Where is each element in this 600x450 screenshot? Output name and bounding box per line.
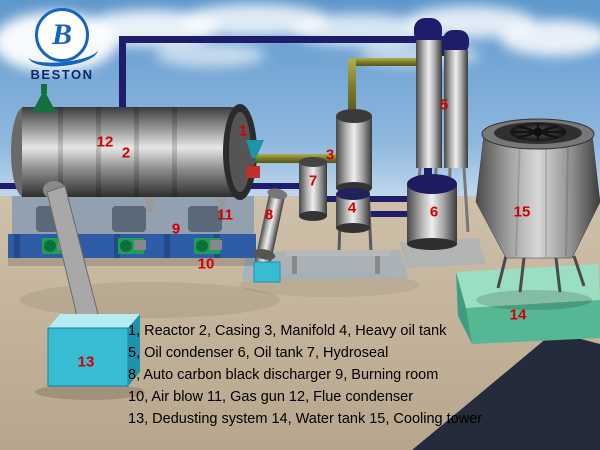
burning-room: [8, 192, 258, 266]
oil-gas-pipes: [246, 58, 432, 178]
beston-logo-mark: B: [35, 8, 89, 62]
marker-13-dedusting-system: 13: [77, 353, 95, 371]
dedusting-system: [35, 181, 145, 400]
marker-1-reactor: 1: [238, 122, 248, 140]
marker-4-heavy-oil-tank: 4: [347, 199, 357, 217]
logo-monogram: B: [51, 18, 72, 51]
marker-11-gas-gun: 11: [217, 206, 233, 224]
legend-line-3: 8, Auto carbon black discharger 9, Burni…: [128, 367, 439, 383]
safety-valve: [32, 84, 56, 112]
marker-12-flue-condenser: 12: [96, 133, 114, 151]
marker-10-air-blow: 10: [197, 255, 215, 273]
marker-2-casing: 2: [121, 144, 131, 162]
legend-line-2: 5, Oil condenser 6, Oil tank 7, Hydrosea…: [128, 345, 389, 361]
logo-brand-text: BESTON: [30, 67, 94, 82]
marker-15-cooling-tower: 15: [513, 203, 531, 221]
hydroseal: [299, 157, 327, 221]
marker-8-carbon-black-discharger: 8: [264, 206, 274, 224]
tower-fan: [510, 123, 566, 141]
legend-line-1: 1, Reactor 2, Casing 3, Manifold 4, Heav…: [128, 323, 447, 339]
marker-14-water-tank: 14: [509, 306, 527, 324]
legend-line-5: 13, Dedusting system 14, Water tank 15, …: [128, 411, 483, 427]
oil-tank: [407, 174, 457, 250]
service-platform: [286, 250, 390, 274]
marker-7-hydroseal: 7: [308, 172, 318, 190]
cooling-tower: [475, 118, 600, 293]
legend-line-4: 10, Air blow 11, Gas gun 12, Flue conden…: [128, 389, 414, 405]
carbon-black-discharger: [253, 188, 288, 283]
air-blowers: [42, 238, 222, 254]
marker-3-manifold: 3: [325, 146, 335, 164]
oil-condensers: [412, 18, 470, 237]
legend: 1, Reactor 2, Casing 3, Manifold 4, Heav…: [128, 320, 482, 430]
beston-logo: B BESTON: [14, 8, 110, 82]
marker-5-oil-condenser: 5: [439, 96, 449, 114]
water-tank: [456, 264, 600, 344]
marker-6-oil-tank: 6: [429, 203, 439, 221]
heavy-oil-tank: [336, 188, 370, 233]
marker-9-burning-room: 9: [171, 220, 181, 238]
